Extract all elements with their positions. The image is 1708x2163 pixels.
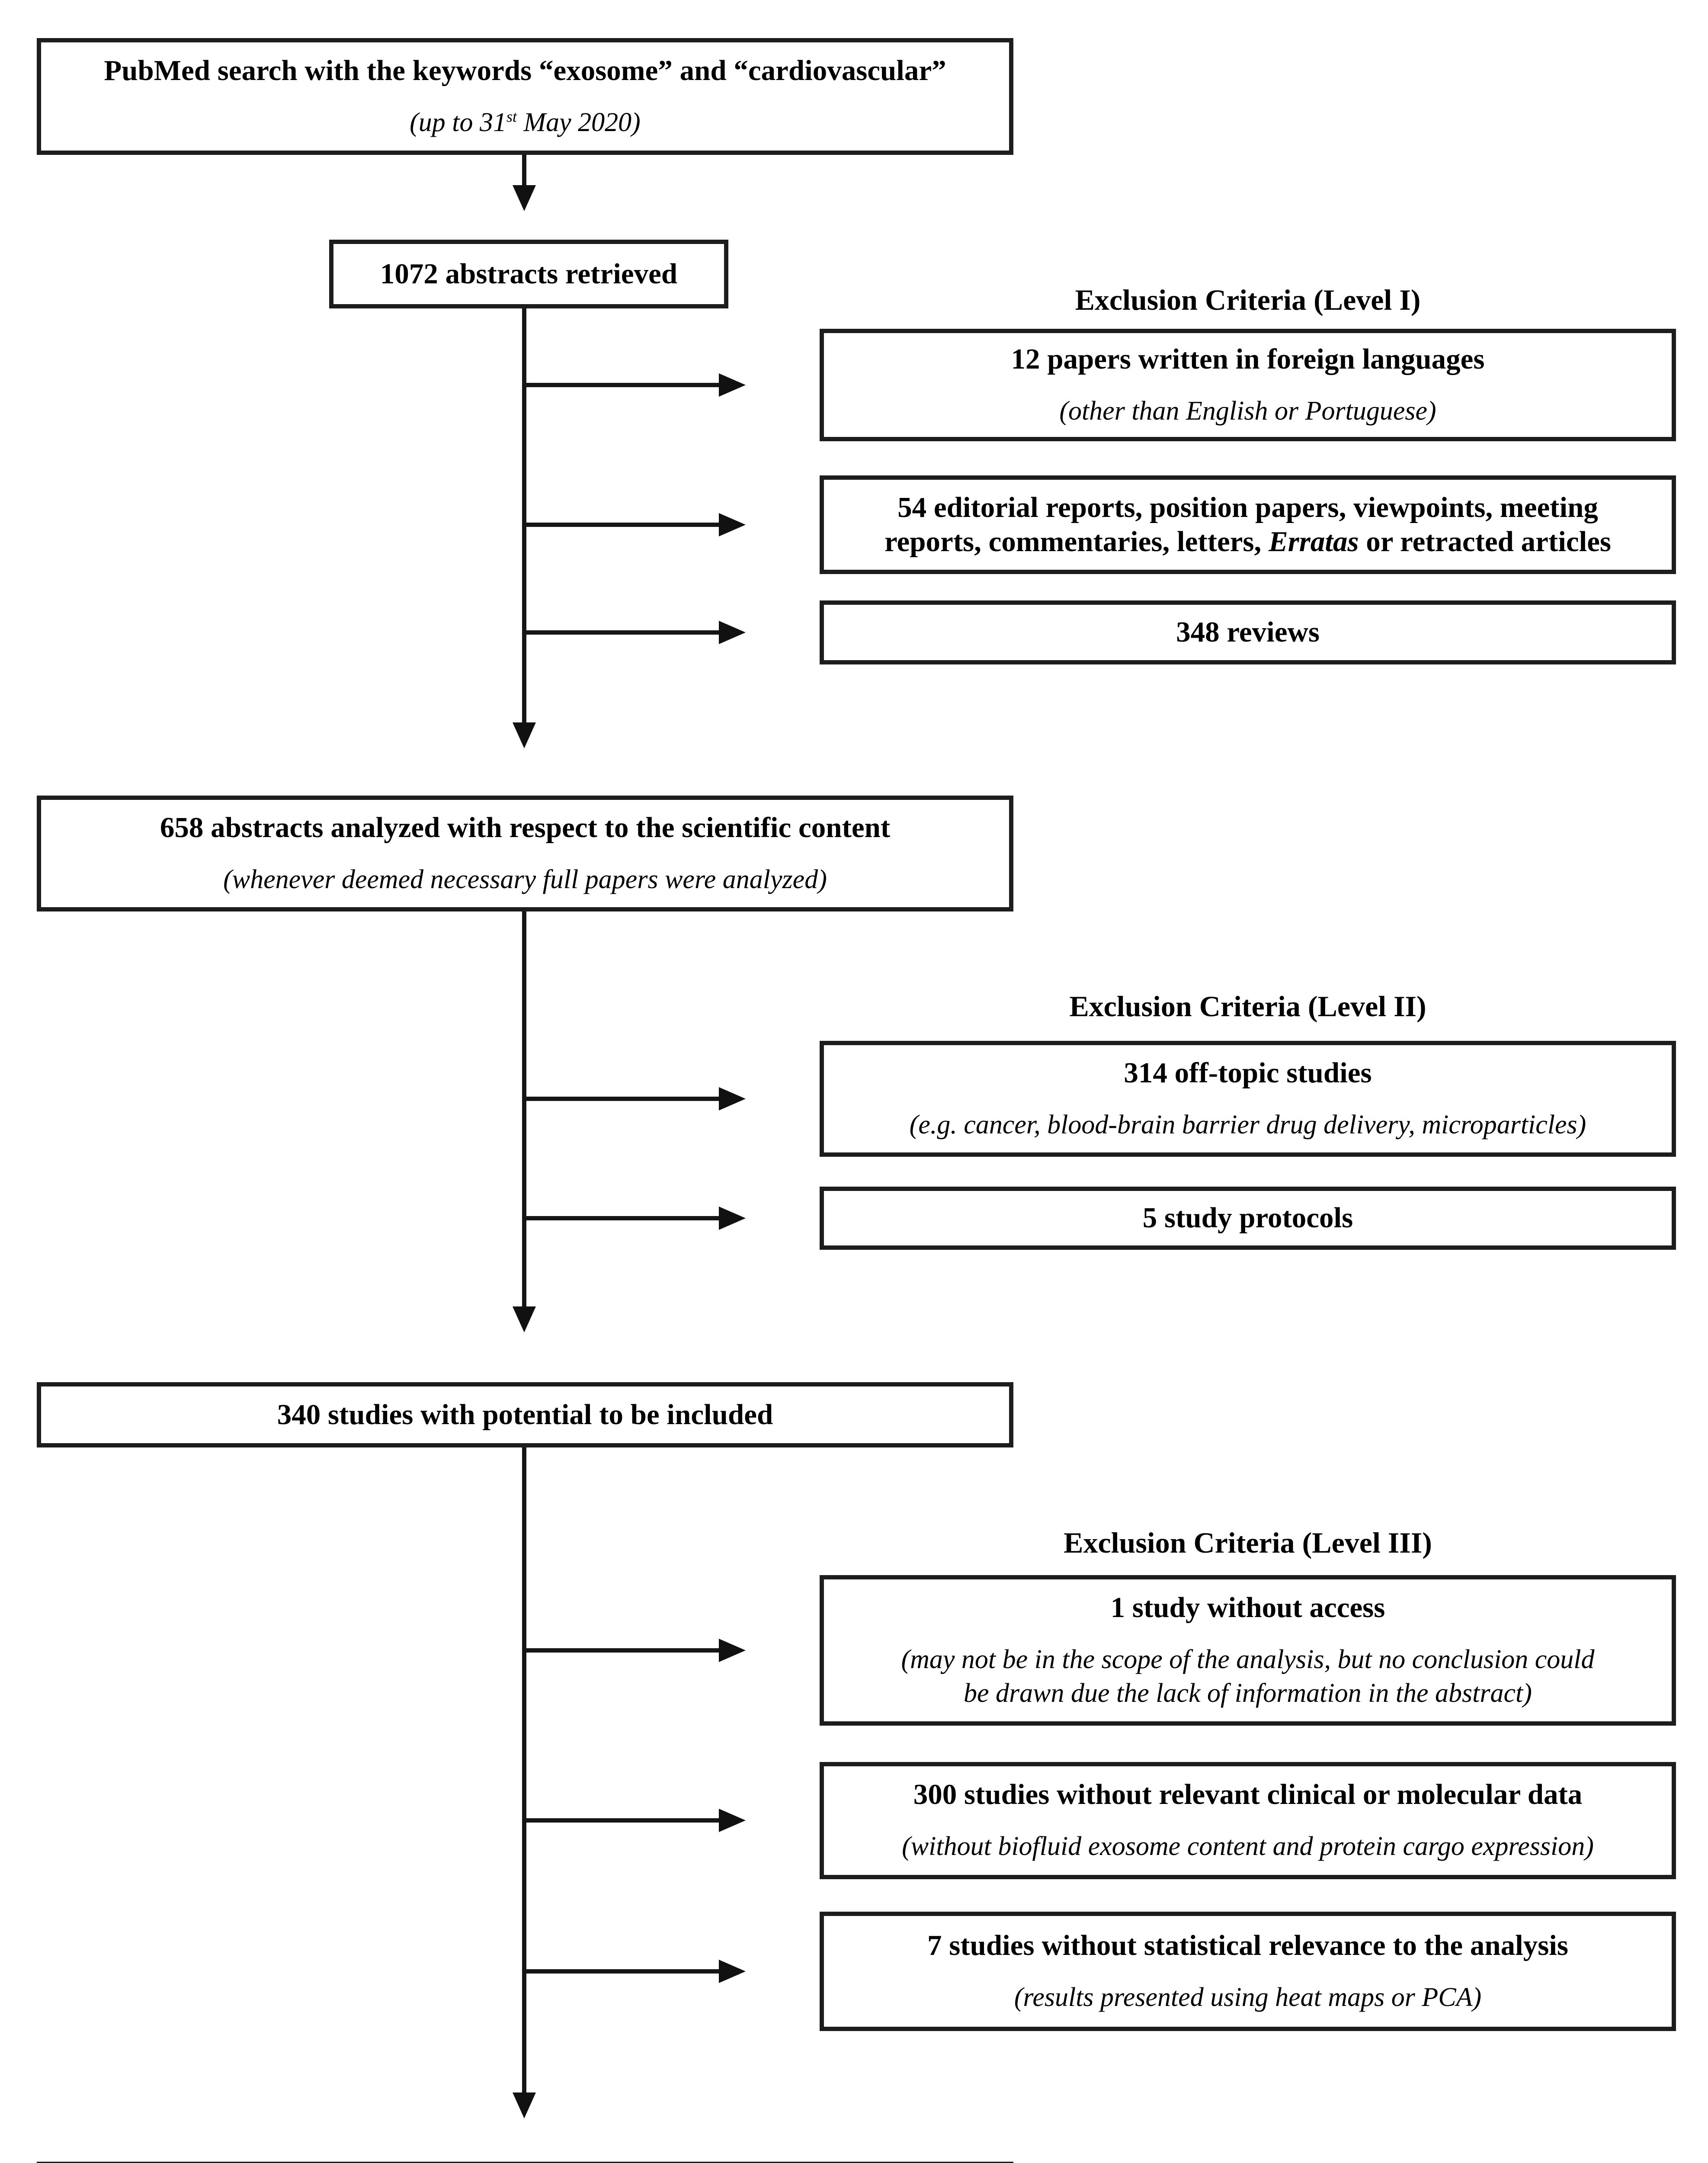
foreign-languages-note: (other than English or Portuguese) — [1059, 396, 1436, 426]
arrow-analyzed-to-potential-line — [522, 911, 526, 1307]
no-statistical-relevance-text: 7 studies without statistical relevance … — [927, 1929, 1568, 1961]
abstracts-retrieved-text: 1072 abstracts retrieved — [380, 257, 678, 290]
abstracts-analyzed-note: (whenever deemed necessary full papers w… — [223, 864, 827, 894]
branch-arrow-off-topic-head — [719, 1087, 746, 1110]
pubmed-search-text: PubMed search with the keywords “exosome… — [104, 54, 946, 87]
potential-studies-text: 340 studies with potential to be include… — [277, 1398, 773, 1431]
no-statistical-relevance-box: 7 studies without statistical relevance … — [820, 1912, 1676, 2031]
arrow-potential-to-selected-head — [513, 2092, 536, 2118]
no-access-note: (may not be in the scope of the analysis… — [901, 1645, 1595, 1708]
abstracts-analyzed-box: 658 abstracts analyzed with respect to t… — [37, 796, 1013, 911]
pubmed-search-box: PubMed search with the keywords “exosome… — [37, 38, 1013, 155]
arrow-analyzed-to-potential-head — [513, 1306, 536, 1332]
arrow-potential-to-selected-line — [522, 1447, 526, 2093]
branch-arrow-protocols-head — [719, 1207, 746, 1230]
editorial-reports-line2: reports, commentaries, letters, Erratas … — [884, 526, 1612, 558]
off-topic-studies-note: (e.g. cancer, blood-brain barrier drug d… — [909, 1110, 1586, 1139]
search-date-text: (up to 31st May 2020) — [410, 107, 641, 137]
foreign-languages-text: 12 papers written in foreign languages — [1011, 343, 1485, 375]
branch-arrow-no-stats-line — [522, 1969, 719, 1974]
branch-arrow-no-data-head — [719, 1809, 746, 1832]
branch-arrow-no-access-line — [522, 1648, 719, 1653]
no-statistical-relevance-note: (results presented using heat maps or PC… — [1014, 1982, 1482, 2012]
branch-arrow-no-stats-head — [719, 1960, 746, 1983]
abstracts-retrieved-box: 1072 abstracts retrieved — [329, 240, 728, 308]
no-relevant-data-note: (without biofluid exosome content and pr… — [902, 1832, 1594, 1861]
off-topic-studies-text: 314 off-topic studies — [1124, 1056, 1372, 1089]
exclusion-level-2-heading: Exclusion Criteria (Level II) — [1069, 990, 1426, 1023]
branch-arrow-foreign-languages-head — [719, 373, 746, 397]
potential-studies-box: 340 studies with potential to be include… — [37, 1382, 1013, 1447]
branch-arrow-editorial-head — [719, 513, 746, 536]
branch-arrow-protocols-line — [522, 1216, 719, 1220]
off-topic-studies-box: 314 off-topic studies (e.g. cancer, bloo… — [820, 1041, 1676, 1157]
superscript-st: st — [506, 108, 517, 125]
reviews-text: 348 reviews — [1176, 616, 1320, 648]
foreign-languages-box: 12 papers written in foreign languages (… — [820, 329, 1676, 441]
branch-arrow-reviews-head — [719, 621, 746, 644]
exclusion-level-3-heading: Exclusion Criteria (Level III) — [1064, 1526, 1432, 1559]
study-protocols-text: 5 study protocols — [1142, 1202, 1353, 1234]
study-protocols-box: 5 study protocols — [820, 1187, 1676, 1250]
no-access-box: 1 study without access (may not be in th… — [820, 1575, 1676, 1726]
branch-arrow-editorial-line — [522, 523, 719, 527]
arrow-retrieved-to-analyzed-line — [522, 308, 526, 723]
no-access-text: 1 study without access — [1110, 1591, 1385, 1624]
no-relevant-data-box: 300 studies without relevant clinical or… — [820, 1762, 1676, 1879]
editorial-reports-line1: 54 editorial reports, position papers, v… — [897, 491, 1598, 523]
erratas-italic: Erratas — [1269, 526, 1359, 558]
arrow-search-to-retrieved-line — [522, 155, 526, 186]
arrow-search-to-retrieved-head — [513, 185, 536, 211]
arrow-retrieved-to-analyzed-head — [513, 722, 536, 748]
selected-articles-box: 31 articles selected for the analysis — [37, 2162, 1013, 2163]
editorial-reports-box: 54 editorial reports, position papers, v… — [820, 475, 1676, 574]
branch-arrow-foreign-languages-line — [522, 383, 719, 387]
no-relevant-data-text: 300 studies without relevant clinical or… — [913, 1778, 1583, 1811]
branch-arrow-reviews-line — [522, 630, 719, 635]
branch-arrow-no-data-line — [522, 1818, 719, 1823]
exclusion-level-1-heading: Exclusion Criteria (Level I) — [1075, 283, 1421, 316]
abstracts-analyzed-text: 658 abstracts analyzed with respect to t… — [160, 811, 891, 844]
branch-arrow-no-access-head — [719, 1639, 746, 1662]
branch-arrow-off-topic-line — [522, 1097, 719, 1101]
reviews-box: 348 reviews — [820, 600, 1676, 664]
